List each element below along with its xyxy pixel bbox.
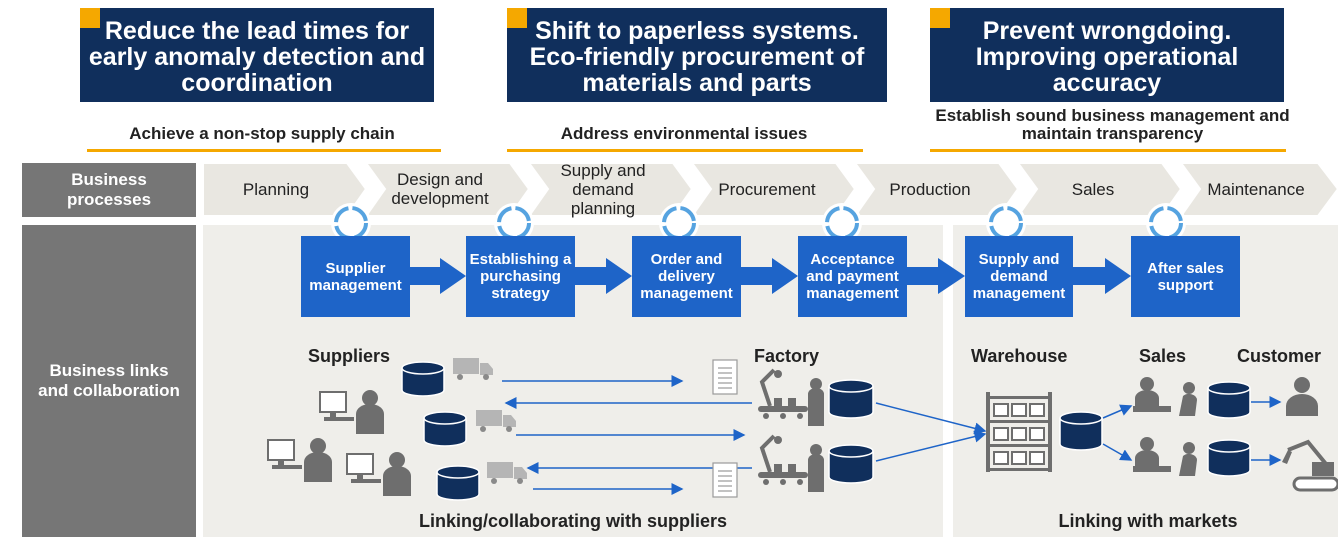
database-icon: [1207, 439, 1251, 477]
document-icon: [712, 359, 738, 395]
document-icons: [712, 359, 738, 498]
cycle-icons: [331, 203, 1186, 243]
sales-person-icon: [1133, 377, 1198, 416]
process-supply-demand-planning: Supply and demand planning: [560, 160, 646, 218]
cycle-icon: [822, 203, 862, 243]
divider: [87, 149, 441, 152]
cycle-icon: [331, 203, 371, 243]
database-icon: [1059, 411, 1103, 451]
excavator-icon: [1282, 439, 1338, 492]
goal-box-paperless: Shift to paperless systems. Eco-friendly…: [507, 8, 887, 102]
cycle-icon: [659, 203, 699, 243]
worker-icons: [267, 390, 411, 496]
caption-markets-link: Linking with markets: [1058, 511, 1238, 531]
cycle-icon: [494, 203, 534, 243]
sales-icons: [1133, 377, 1198, 476]
database-icon: [828, 444, 874, 484]
goal-subtitle: Establish sound business management and …: [935, 106, 1290, 143]
goal-box-lead-times: Reduce the lead times for early anomaly …: [80, 8, 434, 102]
worker-at-computer-icon: [346, 452, 411, 496]
cycle-icon: [986, 203, 1026, 243]
orange-square-icon: [80, 8, 100, 28]
cycle-icon: [1146, 203, 1186, 243]
truck-icon: [476, 410, 516, 432]
heading-warehouse: Warehouse: [971, 346, 1068, 366]
database-icons: [401, 361, 1251, 501]
truck-icons: [453, 358, 527, 484]
database-icon: [401, 361, 445, 397]
goal-title: Shift to paperless systems. Eco-friendly…: [529, 17, 865, 97]
divider: [507, 149, 863, 152]
function-after-sales: After sales support: [1131, 236, 1240, 317]
function-supplier-management: Supplier management: [301, 236, 410, 317]
process-sales: Sales: [1071, 179, 1115, 199]
goal-title: Prevent wrongdoing. Improving operationa…: [975, 17, 1239, 97]
process-production: Production: [889, 179, 971, 199]
heading-sales: Sales: [1139, 346, 1187, 366]
orange-square-icon: [930, 8, 950, 28]
process-design: Design and development: [391, 170, 489, 208]
flow-arrows: [410, 258, 1131, 294]
connector-lines: [502, 375, 1282, 495]
heading-factory: Factory: [754, 346, 820, 366]
goal-subtitle: Achieve a non-stop supply chain: [129, 124, 395, 143]
worker-at-computer-icon: [267, 438, 332, 482]
factory-line-icon: [758, 368, 824, 426]
database-icon: [828, 379, 874, 419]
caption-suppliers-link: Linking/collaborating with suppliers: [418, 511, 728, 531]
sales-person-icon: [1133, 437, 1198, 476]
process-maintenance: Maintenance: [1207, 179, 1305, 199]
worker-at-computer-icon: [319, 390, 384, 434]
row-label-processes: Business processes: [22, 163, 196, 217]
factory-line-icon: [758, 434, 824, 492]
database-icon: [436, 465, 480, 501]
warehouse-shelf-icon: [986, 392, 1052, 472]
database-icon: [423, 411, 467, 447]
row-label-links: Business links and collaboration: [22, 225, 196, 537]
goal-subtitle: Address environmental issues: [560, 124, 808, 143]
factory-icons: [758, 368, 824, 492]
process-chevrons: [202, 162, 1338, 217]
divider: [930, 149, 1286, 152]
function-acceptance-payment: Acceptance and payment management: [798, 236, 907, 317]
goal-box-wrongdoing: Prevent wrongdoing. Improving operationa…: [930, 8, 1284, 102]
document-icon: [712, 462, 738, 498]
truck-icon: [453, 358, 493, 380]
customer-icon: [1286, 377, 1318, 416]
process-planning: Planning: [242, 179, 310, 199]
function-purchasing-strategy: Establishing a purchasing strategy: [466, 236, 575, 317]
heading-customer: Customer: [1237, 346, 1322, 366]
truck-icon: [487, 462, 527, 484]
function-order-delivery: Order and delivery management: [632, 236, 741, 317]
function-supply-demand-management: Supply and demand management: [965, 236, 1073, 317]
database-icon: [1207, 381, 1251, 419]
orange-square-icon: [507, 8, 527, 28]
goal-title: Reduce the lead times for early anomaly …: [88, 17, 426, 97]
heading-suppliers: Suppliers: [308, 346, 391, 366]
process-procurement: Procurement: [718, 179, 816, 199]
